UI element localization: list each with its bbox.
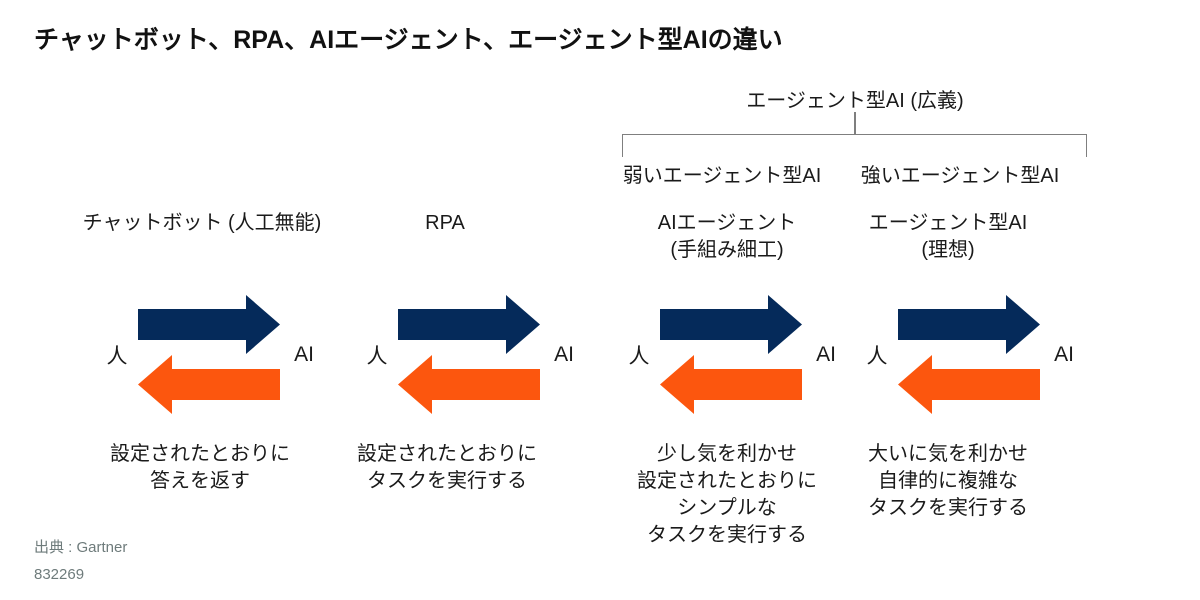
sub-label-weak-agentic-ai: 弱いエージェント型AI [622, 165, 822, 187]
right-arrow-icon [398, 295, 540, 354]
source-text: 出典 : Gartner [34, 539, 128, 556]
human-label: 人 [106, 344, 128, 368]
left-arrow-icon [398, 355, 540, 414]
arrow-group-agentic-ai: 人 AI [856, 295, 1088, 414]
exchange-arrows-icon [398, 295, 540, 414]
ai-label: AI [1054, 342, 1074, 366]
left-arrow-icon [138, 355, 280, 414]
column-description-agentic-ai: 大いに気を利かせ 自律的に複雑な タスクを実行する [868, 443, 1028, 519]
arrow-group-rpa: 人 AI [356, 295, 588, 414]
column-description-chatbot: 設定されたとおりに 答えを返す [110, 443, 290, 492]
group-label-agentic-ai-broad: エージェント型AI (広義) [746, 90, 964, 112]
arrow-group-chatbot: 人 AI [96, 295, 328, 414]
ai-label: AI [816, 342, 836, 366]
sub-label-strong-agentic-ai: 強いエージェント型AI [860, 165, 1060, 187]
document-number: 832269 [34, 566, 85, 583]
right-arrow-icon [898, 295, 1040, 354]
left-arrow-icon [660, 355, 802, 414]
group-bracket [622, 134, 1087, 157]
column-description-ai-agent: 少し気を利かせ 設定されたとおりに シンプルな タスクを実行する [637, 443, 817, 546]
arrow-group-ai-agent: 人 AI [618, 295, 850, 414]
exchange-arrows-icon [660, 295, 802, 414]
ai-label: AI [554, 342, 574, 366]
column-title-ai-agent: AIエージェント (手組み細工) [657, 212, 797, 261]
column-title-chatbot: チャットボット (人工無能) [82, 212, 322, 234]
bracket-stem [854, 112, 856, 134]
page-title: チャットボット、RPA、AIエージェント、エージェント型AIの違い [34, 26, 783, 54]
right-arrow-icon [138, 295, 280, 354]
exchange-arrows-icon [138, 295, 280, 414]
column-title-agentic-ai: エージェント型AI (理想) [868, 212, 1028, 261]
exchange-arrows-icon [898, 295, 1040, 414]
ai-label: AI [294, 342, 314, 366]
left-arrow-icon [898, 355, 1040, 414]
column-title-rpa: RPA [425, 212, 465, 234]
right-arrow-icon [660, 295, 802, 354]
column-description-rpa: 設定されたとおりに タスクを実行する [357, 443, 537, 492]
human-label: 人 [366, 344, 388, 368]
human-label: 人 [866, 344, 888, 368]
human-label: 人 [628, 344, 650, 368]
